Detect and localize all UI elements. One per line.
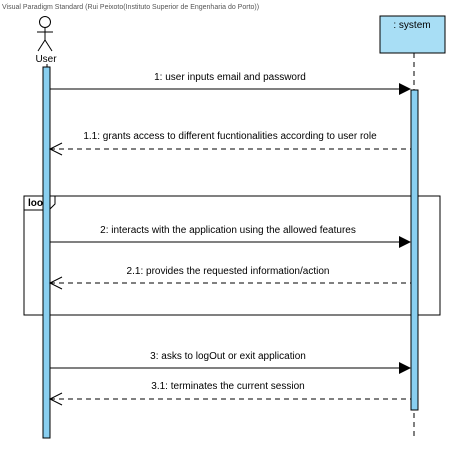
message-label: 1: user inputs email and password	[154, 72, 306, 83]
loop-fragment: loop	[23, 195, 441, 316]
message-label: 2.1: provides the requested information/…	[127, 266, 330, 277]
open-arrowhead	[48, 142, 63, 156]
message-label: 3.1: terminates the current session	[151, 381, 304, 392]
message-3-sync: 3: asks to logOut or exit application	[50, 351, 411, 374]
message-1-1-return: 1.1: grants access to different fucntion…	[48, 131, 411, 156]
watermark-text: Visual Paradigm Standard (Rui Peixoto(In…	[2, 4, 259, 11]
message-label: 1.1: grants access to different fucntion…	[83, 131, 377, 142]
loop-operator-label: loop	[28, 198, 49, 209]
message-3-1-return: 3.1: terminates the current session	[48, 381, 411, 406]
message-2-1-return: 2.1: provides the requested information/…	[48, 266, 411, 290]
message-2-sync: 2: interacts with the application using …	[50, 225, 411, 248]
participant-label: : system	[393, 20, 430, 31]
actor-label: User	[35, 54, 57, 65]
open-arrowhead	[48, 392, 63, 406]
system-activation-bar	[410, 89, 419, 411]
message-1-sync: 1: user inputs email and password	[50, 72, 411, 95]
solid-arrowhead	[399, 83, 411, 95]
participant-system: : system	[379, 15, 446, 54]
message-label: 3: asks to logOut or exit application	[150, 351, 306, 362]
open-arrowhead	[48, 276, 63, 290]
solid-arrowhead	[399, 236, 411, 248]
user-activation-bar	[42, 66, 51, 439]
message-label: 2: interacts with the application using …	[100, 225, 356, 236]
stick-figure-icon	[37, 16, 53, 52]
solid-arrowhead	[399, 362, 411, 374]
actor-user: User	[35, 16, 57, 65]
